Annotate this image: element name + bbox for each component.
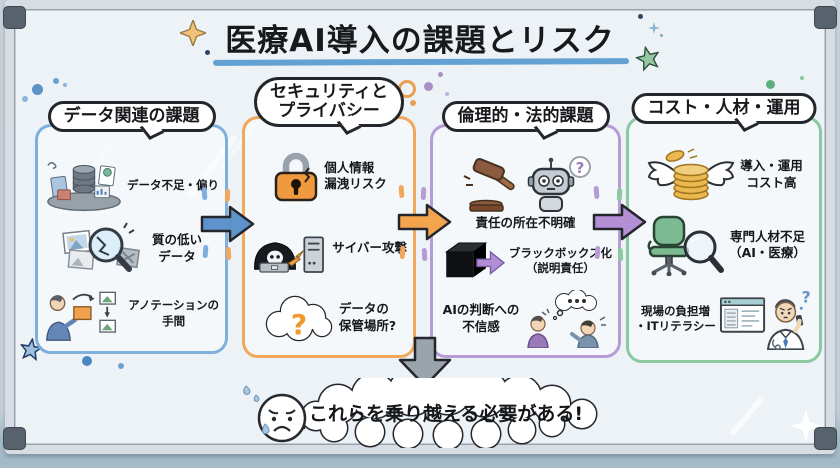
dash-decoration [201,186,207,201]
issue-item: ブラックボックス化 （説明責任） [437,238,614,284]
issue-item: データ不足・偏り [42,157,221,213]
issue-item: ? 責任の所在不明確 [437,156,614,232]
column-header: コスト・人材・運用 [631,93,817,132]
issue-label: データ不足・偏り [127,177,219,192]
issue-label: ブラックボックス化 （説明責任） [508,245,612,275]
issue-item: アノテーションの 手間 [42,285,221,343]
column-header-label: データ関連の課題 [63,106,200,126]
robot-question-icon: ? [527,156,591,213]
doubting-people-icon [527,289,607,348]
issue-item: 導入・運用 コスト高 [633,147,815,203]
worried-face-icon [243,385,307,443]
issue-label: アノテーションの 手間 [128,298,219,328]
dot-decoration [660,34,663,37]
question-glyph: ? [575,159,584,177]
column-header-label: 倫理的・法的課題 [457,106,594,126]
frame-corner-cap [3,427,26,450]
gavel-icon [463,158,515,212]
question-glyph: ? [802,288,811,306]
column-header-label: セキュリティと プライバシー [270,82,388,122]
dot-decoration [205,50,210,55]
issue-item: 個人情報 漏洩リスク [249,149,409,203]
issue-item: ? データの 保管場所? [249,293,409,343]
conclusion-text: これらを乗り越える必要がある! [308,403,584,425]
dot-decoration [22,96,28,102]
issue-label: 導入・運用 コスト高 [740,158,803,190]
flow-arrow-right-icon [592,203,647,241]
dash-decoration [594,245,600,260]
flow-arrow-right-icon [200,205,255,243]
dot-decoration [800,76,804,80]
dash-decoration [617,247,623,262]
flow-arrow-down-icon [398,336,452,388]
frame-corner-cap [814,427,837,450]
column-header-label: コスト・人材・運用 [647,98,801,118]
frame-corner-cap [3,6,26,29]
dot-decoration [410,100,416,106]
sparkle-icon [648,22,660,34]
issue-label: 質の低い データ [151,232,202,264]
issue-label: データの 保管場所? [338,301,397,333]
sparkle-icon [790,410,822,442]
data-pile-icon [47,162,121,212]
dot-decoration [82,356,92,366]
issue-label: 責任の所在不明確 [475,215,576,231]
issue-item: 専門人材不足 （AI・医療） [633,214,815,277]
dot-decoration [438,72,443,77]
column-header: セキュリティと プライバシー [254,77,404,135]
issue-label: サイバー攻撃 [332,239,407,255]
dot-decoration [424,82,433,91]
dash-decoration [593,185,599,200]
dash-decoration [202,244,208,259]
flow-arrow-right-icon [397,203,452,241]
issue-label: AIの判断への 不信感 [442,302,520,334]
column-data-issues: データ関連の課題 データ不足・偏り [35,101,228,354]
dot-decoration [63,83,67,87]
dash-decoration [420,186,426,201]
cloud-question-icon: ? [265,295,333,341]
dot-decoration [766,80,775,89]
dash-decoration [398,184,404,199]
frame-corner-cap [814,6,837,29]
dot-decoration [638,14,643,19]
issue-label: 専門人材不足 （AI・医療） [729,228,806,261]
issue-item: サイバー攻撃 [249,220,409,276]
dash-decoration [421,247,427,262]
issue-item: 現場の負担増 ・ITリテラシー [633,288,815,351]
winged-coins-icon [647,148,735,201]
column-header: データ関連の課題 [47,101,216,140]
dot-decoration [445,92,449,96]
dot-decoration [32,84,43,95]
star-icon [634,45,660,72]
doctor-it-icon: ? [719,288,811,351]
question-glyph: ? [291,308,307,341]
dash-decoration [399,245,405,260]
column-security-privacy: セキュリティと プライバシー 個人情報 漏洩リスク [242,77,416,358]
issue-label: 個人情報 漏洩リスク [324,159,387,192]
sparkle-icon [180,20,206,46]
dash-decoration [225,246,231,261]
dot-decoration [118,363,124,369]
dash-decoration [224,188,230,203]
issue-item: AIの判断への 不信感 [437,289,614,348]
page-title: 医療AI導入の課題とリスク [225,23,615,59]
dash-decoration [616,187,622,202]
issue-item: 質の低い データ [42,222,221,276]
issue-label: 現場の負担増 ・ITリテラシー [635,303,716,334]
cracked-magnifier-icon [62,222,140,272]
dot-decoration [53,78,59,84]
column-cost-people-ops: コスト・人材・運用 導入・運用 コスト高 [626,93,822,363]
column-ethics-legal: 倫理的・法的課題 ? [430,101,621,358]
column-header: 倫理的・法的課題 [441,101,610,140]
cracked-padlock-icon [274,153,318,202]
chair-magnifier-icon [647,216,725,277]
hacker-attack-icon [254,236,324,273]
annotation-person-icon [45,291,117,341]
black-box-icon [444,242,506,277]
